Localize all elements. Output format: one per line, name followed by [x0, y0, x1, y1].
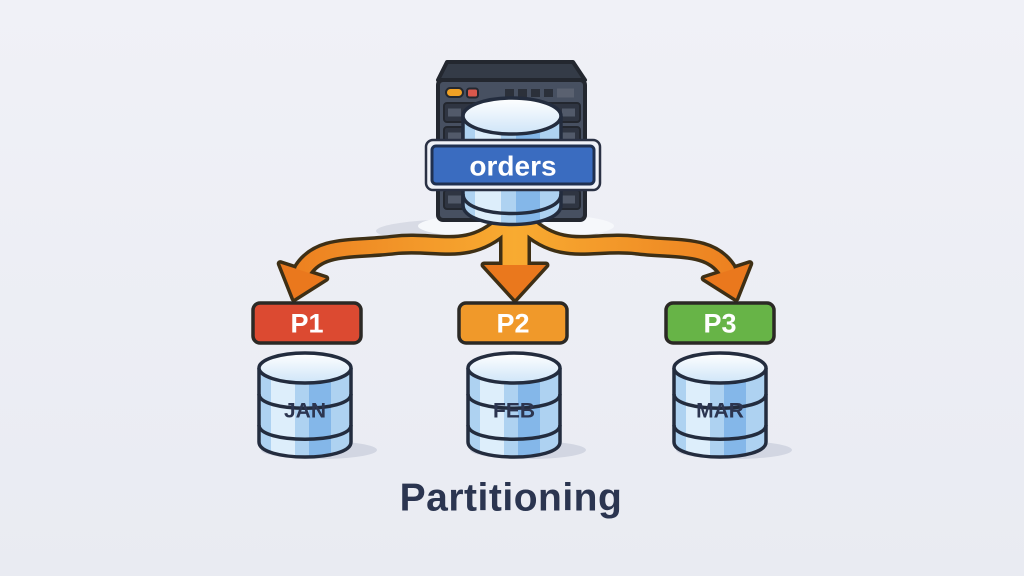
diagram-title: Partitioning: [400, 477, 623, 520]
partition-badge-p3: P3: [664, 301, 776, 345]
partition-badge-p1-label: P1: [290, 309, 323, 339]
partition-badge-p1: P1: [251, 301, 363, 345]
partition-database-mar-icon: MAR: [674, 350, 792, 466]
partition-databases: JAN FEB MAR: [259, 350, 792, 466]
server-vents-icon: [505, 88, 574, 98]
partition-badges: P1 P2 P3: [251, 301, 776, 345]
arrow-left-head: [280, 263, 326, 299]
orders-table-label: orders: [469, 151, 556, 182]
partition-database-feb-label: FEB: [493, 400, 535, 423]
arrow-right-shaft: [519, 217, 734, 277]
partition-badge-p2-label: P2: [496, 309, 529, 339]
arrow-left-shaft: [296, 217, 511, 277]
partition-badge-p3-label: P3: [703, 309, 736, 339]
fanout-arrows-icon: [276, 205, 754, 303]
arrow-right-head: [704, 263, 750, 299]
partition-database-jan-label: JAN: [284, 400, 326, 423]
partition-badge-p2: P2: [457, 301, 569, 345]
orders-table-badge: orders: [424, 138, 602, 192]
partition-database-jan-icon: JAN: [259, 350, 377, 466]
arrow-middle-head: [484, 265, 546, 299]
partition-database-feb-icon: FEB: [468, 350, 586, 466]
partition-database-mar-label: MAR: [696, 400, 744, 423]
server-status-lights-icon: [445, 87, 479, 99]
